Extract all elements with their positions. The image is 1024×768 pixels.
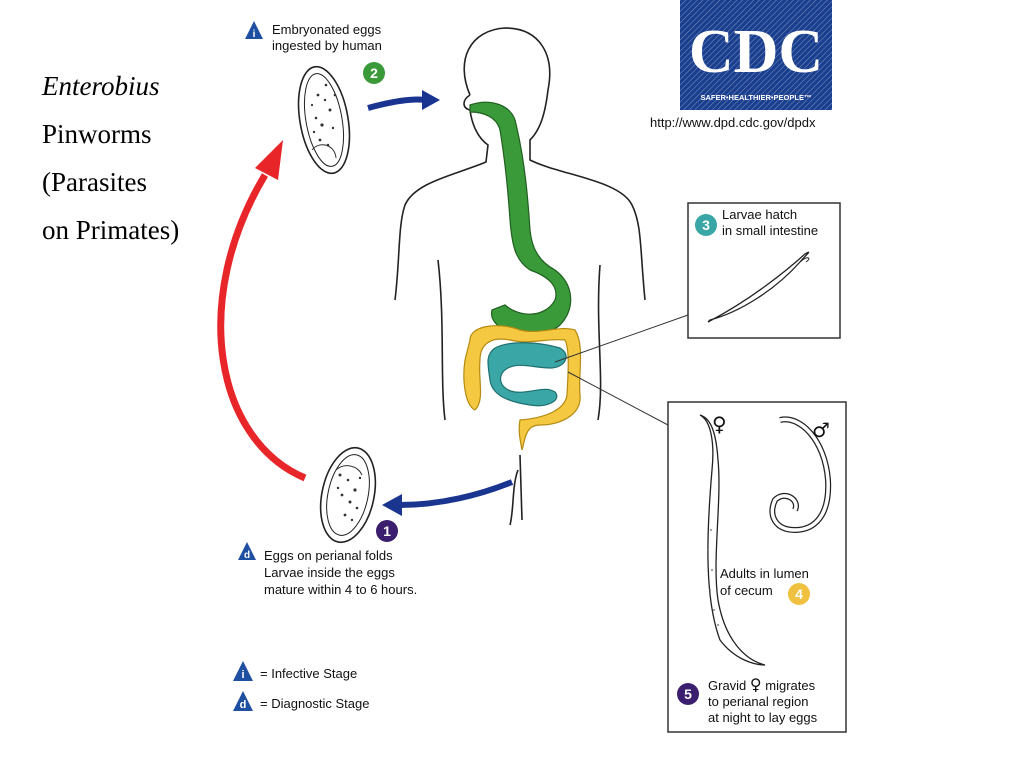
cdc-url: http://www.dpd.cdc.gov/dpdx — [650, 115, 816, 130]
stage5-female-symbol: ♀ — [749, 675, 762, 694]
stage2-number-badge: 2 — [363, 62, 385, 84]
blue-perianal-arrow — [399, 479, 514, 508]
svg-text:i: i — [241, 669, 244, 681]
egg-bottom — [319, 446, 377, 544]
stage3-label-line1: Larvae hatch — [722, 207, 798, 222]
legend-diagnostic-label: = Diagnostic Stage — [260, 696, 370, 711]
svg-text:d: d — [244, 550, 250, 561]
diagnostic-marker: d — [237, 541, 257, 561]
stage5-number-badge: 5 — [677, 683, 699, 705]
colon — [463, 325, 582, 451]
larva-drawing — [707, 251, 810, 323]
stage1-label-line2: Larvae inside the eggs — [264, 565, 395, 580]
legend-infective-icon: i — [232, 660, 254, 682]
stage4-label-line1: Adults in lumen — [720, 566, 809, 581]
female-symbol: ♀ — [712, 412, 727, 436]
pointer-line-stage3 — [554, 314, 689, 363]
cdc-logo: CDC SAFER•HEALTHIER•PEOPLE™ — [680, 0, 832, 110]
blue-perianal-arrow-head — [382, 494, 402, 516]
stage5-label-line1: Gravid ♀ migrates — [708, 677, 815, 694]
stage2-label-line1: Embryonated eggs — [272, 22, 382, 37]
cdc-logo-text: CDC — [689, 18, 823, 86]
stage4-label-line2: of cecum — [720, 583, 773, 598]
stage3-number-badge: 3 — [695, 214, 717, 236]
cdc-logo-hatch: CDC SAFER•HEALTHIER•PEOPLE™ — [680, 0, 832, 110]
infective-marker-top: i — [244, 20, 264, 40]
esophagus-stomach — [469, 101, 572, 336]
stage5-label-line3: at night to lay eggs — [708, 710, 818, 725]
human-body-outline — [394, 27, 646, 526]
stage5-label-line2: to perianal region — [708, 694, 809, 709]
blue-ingestion-arrow-head — [422, 90, 440, 110]
stage45-box — [667, 401, 847, 733]
diagram-title: Enterobius Pinworms (Parasites on Primat… — [42, 62, 179, 254]
stage5-label-gravid: Gravid — [708, 678, 747, 693]
stage3-label-line2: in small intestine — [722, 223, 819, 238]
stage1-label-line1: Eggs on perianal folds — [264, 548, 393, 563]
legend-diagnostic-icon: d — [232, 690, 254, 712]
stage1-number-badge: 1 — [376, 520, 398, 542]
red-arrow-head — [255, 140, 283, 180]
stage1-label-line3: mature within 4 to 6 hours. — [264, 582, 418, 597]
egg-top — [297, 65, 351, 175]
red-cycle-arrow — [217, 173, 307, 482]
stage2-label-line2: ingested by human — [272, 38, 382, 53]
title-line3: (Parasites — [42, 167, 147, 197]
svg-text:d: d — [240, 699, 247, 711]
title-genus: Enterobius — [42, 71, 160, 101]
svg-text:i: i — [253, 29, 256, 40]
title-line4: on Primates) — [42, 215, 180, 245]
female-adult-worm — [699, 414, 766, 666]
legend-infective-label: = Infective Stage — [260, 666, 358, 681]
stage5-label-migrates: migrates — [765, 678, 816, 693]
cdc-logo-tagline: SAFER•HEALTHIER•PEOPLE™ — [701, 93, 812, 102]
male-symbol: ♂ — [812, 418, 830, 442]
small-intestine — [487, 342, 567, 407]
blue-ingestion-arrow — [367, 96, 426, 111]
pointer-line-stage4 — [567, 371, 669, 426]
stage4-number-badge: 4 — [788, 583, 810, 605]
title-common-name: Pinworms — [42, 119, 152, 149]
